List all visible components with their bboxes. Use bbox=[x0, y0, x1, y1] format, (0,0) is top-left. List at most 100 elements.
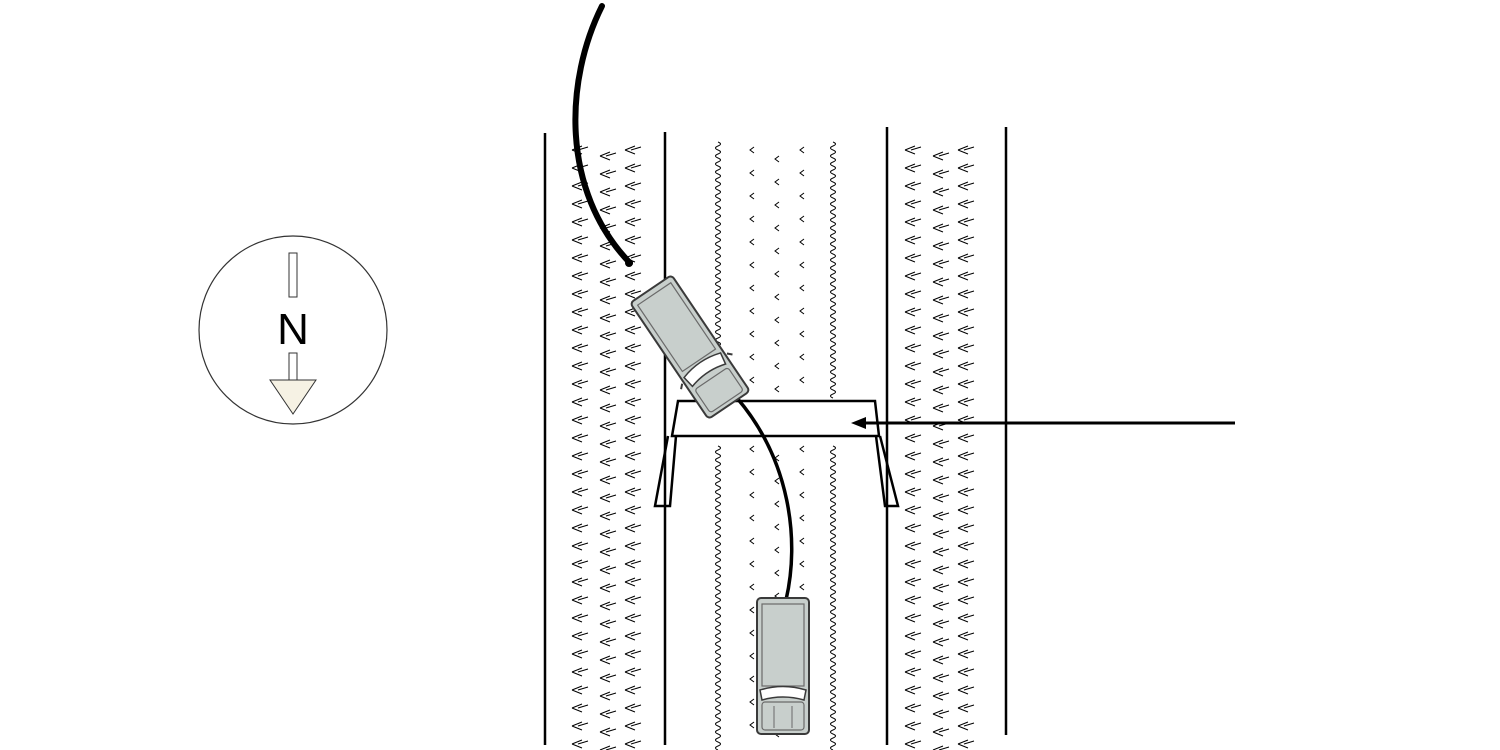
vegetation-mark bbox=[957, 217, 975, 227]
impact-arrow bbox=[851, 417, 1235, 429]
vegetation-mark bbox=[957, 487, 975, 497]
vegetation-mark bbox=[957, 379, 975, 389]
vegetation-mark bbox=[957, 181, 975, 191]
vegetation-mark bbox=[904, 559, 922, 569]
lane-mark bbox=[774, 270, 780, 278]
lane-mark bbox=[774, 247, 780, 255]
vegetation-mark bbox=[932, 385, 950, 395]
vegetation-mark bbox=[957, 685, 975, 695]
vegetation-east bbox=[904, 145, 975, 750]
lane-mark bbox=[799, 192, 805, 200]
vegetation-mark bbox=[904, 451, 922, 461]
vegetation-west bbox=[571, 145, 642, 750]
road-lines bbox=[543, 127, 1008, 745]
vegetation-mark bbox=[957, 343, 975, 353]
vegetation-mark bbox=[624, 595, 642, 605]
vegetation-mark bbox=[904, 289, 922, 299]
vegetation-mark bbox=[571, 451, 589, 461]
vegetation-mark bbox=[624, 577, 642, 587]
vegetation-mark bbox=[571, 667, 589, 677]
vehicle-path-north bbox=[572, 3, 633, 266]
vegetation-mark bbox=[904, 685, 922, 695]
lane-mark bbox=[774, 201, 780, 209]
lane-mark bbox=[799, 514, 805, 522]
vegetation-mark bbox=[624, 685, 642, 695]
vegetation-mark bbox=[571, 379, 589, 389]
vegetation-mark bbox=[599, 457, 617, 467]
vegetation-mark bbox=[624, 631, 642, 641]
vegetation-mark bbox=[571, 325, 589, 335]
lane-mark bbox=[799, 468, 805, 476]
lane-mark bbox=[749, 491, 755, 499]
vegetation-mark bbox=[599, 439, 617, 449]
vegetation-mark bbox=[957, 631, 975, 641]
vegetation-mark bbox=[624, 163, 642, 173]
lane-mark bbox=[749, 307, 755, 315]
vegetation-mark bbox=[932, 511, 950, 521]
path-end-dot bbox=[625, 259, 633, 267]
vegetation-mark bbox=[932, 295, 950, 305]
vegetation-mark bbox=[599, 277, 617, 287]
vegetation-mark bbox=[904, 253, 922, 263]
lane-mark bbox=[749, 537, 755, 545]
vegetation-mark bbox=[624, 235, 642, 245]
vegetation-mark bbox=[932, 241, 950, 251]
vegetation-mark bbox=[571, 703, 589, 713]
vegetation-mark bbox=[571, 199, 589, 209]
vegetation-mark bbox=[599, 367, 617, 377]
vegetation-mark bbox=[957, 361, 975, 371]
lane-mark bbox=[774, 155, 780, 163]
vegetation-mark bbox=[904, 235, 922, 245]
vegetation-mark bbox=[599, 673, 617, 683]
vegetation-mark bbox=[904, 541, 922, 551]
vegetation-mark bbox=[957, 541, 975, 551]
vegetation-mark bbox=[904, 613, 922, 623]
vegetation-mark bbox=[571, 649, 589, 659]
vegetation-mark bbox=[599, 493, 617, 503]
vegetation-mark bbox=[624, 505, 642, 515]
lane-mark bbox=[749, 261, 755, 269]
lane-mark bbox=[749, 284, 755, 292]
vegetation-mark bbox=[904, 595, 922, 605]
vegetation-mark bbox=[624, 523, 642, 533]
vegetation-mark bbox=[571, 361, 589, 371]
vegetation-mark bbox=[599, 295, 617, 305]
edge-texture bbox=[830, 141, 836, 750]
vegetation-mark bbox=[599, 331, 617, 341]
vegetation-mark bbox=[624, 343, 642, 353]
lane-mark bbox=[749, 146, 755, 154]
vegetation-mark bbox=[599, 259, 617, 269]
lane-mark bbox=[749, 514, 755, 522]
vegetation-mark bbox=[571, 253, 589, 263]
vegetation-mark bbox=[571, 397, 589, 407]
lane-mark bbox=[799, 284, 805, 292]
vegetation-mark bbox=[599, 511, 617, 521]
lane-mark bbox=[799, 445, 805, 453]
vehicle-1 bbox=[630, 275, 750, 419]
vegetation-mark bbox=[599, 421, 617, 431]
lane-mark bbox=[749, 560, 755, 568]
vegetation-mark bbox=[624, 487, 642, 497]
vegetation-mark bbox=[904, 469, 922, 479]
vegetation-mark bbox=[571, 523, 589, 533]
lane-mark bbox=[799, 537, 805, 545]
vegetation-mark bbox=[932, 349, 950, 359]
vegetation-mark bbox=[932, 475, 950, 485]
vegetation-mark bbox=[904, 577, 922, 587]
vegetation-mark bbox=[957, 739, 975, 749]
vegetation-mark bbox=[599, 727, 617, 737]
vegetation-mark bbox=[599, 403, 617, 413]
vegetation-mark bbox=[571, 577, 589, 587]
vegetation-mark bbox=[599, 583, 617, 593]
vegetation-mark bbox=[599, 205, 617, 215]
vegetation-mark bbox=[904, 361, 922, 371]
vegetation-mark bbox=[957, 235, 975, 245]
vegetation-mark bbox=[957, 451, 975, 461]
vegetation-mark bbox=[904, 739, 922, 749]
vegetation-mark bbox=[957, 523, 975, 533]
lane-mark bbox=[774, 546, 780, 554]
vegetation-mark bbox=[904, 721, 922, 731]
vegetation-mark bbox=[904, 433, 922, 443]
lane-mark bbox=[749, 629, 755, 637]
vegetation-mark bbox=[599, 655, 617, 665]
